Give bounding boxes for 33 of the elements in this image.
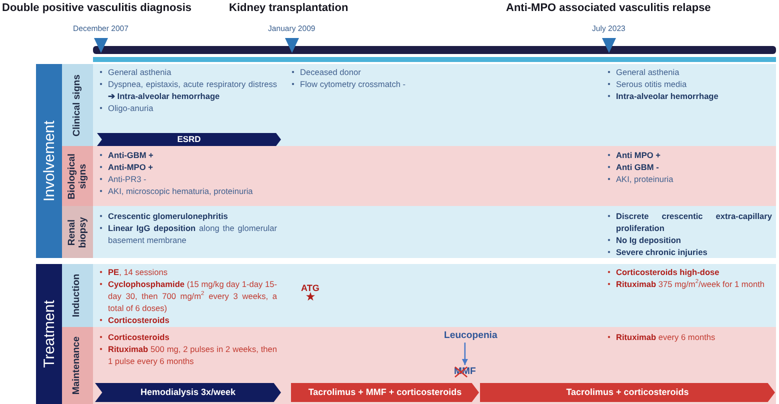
row-heading: Maintenance [72, 336, 83, 395]
section-heading: Involvement [40, 120, 58, 202]
timeline-heading: Kidney transplantation [229, 2, 348, 15]
row-band [62, 146, 776, 206]
timeline-heading: Double positive vasculitis diagnosis [2, 2, 192, 15]
row-band [62, 206, 776, 258]
timeline-heading: Anti-MPO associated vasculitis relapse [506, 2, 711, 15]
section-heading: Treatment [40, 300, 58, 368]
row-heading: Induction [72, 274, 83, 318]
row-heading: Renal biopsy [67, 216, 88, 250]
phase-banner [480, 383, 775, 402]
row-heading: Clinical signs [72, 74, 83, 136]
section-band [36, 264, 776, 404]
phase-label: Tacrolimus + MMF + corticosteroids [308, 387, 462, 398]
phase-banner [97, 133, 281, 146]
annotation-text: ATG [301, 282, 320, 294]
row-band [62, 64, 776, 146]
bullet-item: Discrete crescentic extra-capillary proliferation [605, 210, 772, 234]
phase-label: Tacrolimus + corticosteroids [566, 387, 689, 398]
bullet-item: Dyspnea, epistaxis, acute respiratory distress ➔ Intra-alveolar hemorrhage [97, 78, 277, 102]
bullet-item: Linear IgG deposition along the glomerular basement membrane [97, 222, 277, 246]
phase-label: Hemodialysis 3x/week [140, 387, 236, 398]
bullet-item: Rituximab 500 mg, 2 pulses in 2 weeks, then 1 pulse every 6 months [97, 343, 277, 367]
row-heading: Biological signs [67, 152, 88, 201]
row-band [62, 264, 776, 327]
row-band [62, 327, 776, 404]
phase-label: ESRD [177, 134, 201, 145]
bullet-item: Cyclophosphamide (15 mg/kg day 1-day 15-day 30, then 700 mg/m$^{2}$ every 3 weeks, a total of 6 doses) [97, 278, 277, 314]
phase-banner [291, 383, 479, 402]
arrow [462, 342, 468, 365]
event-label: Leucopenia [444, 329, 498, 343]
section-band [36, 64, 776, 258]
phase-banner [95, 383, 281, 402]
